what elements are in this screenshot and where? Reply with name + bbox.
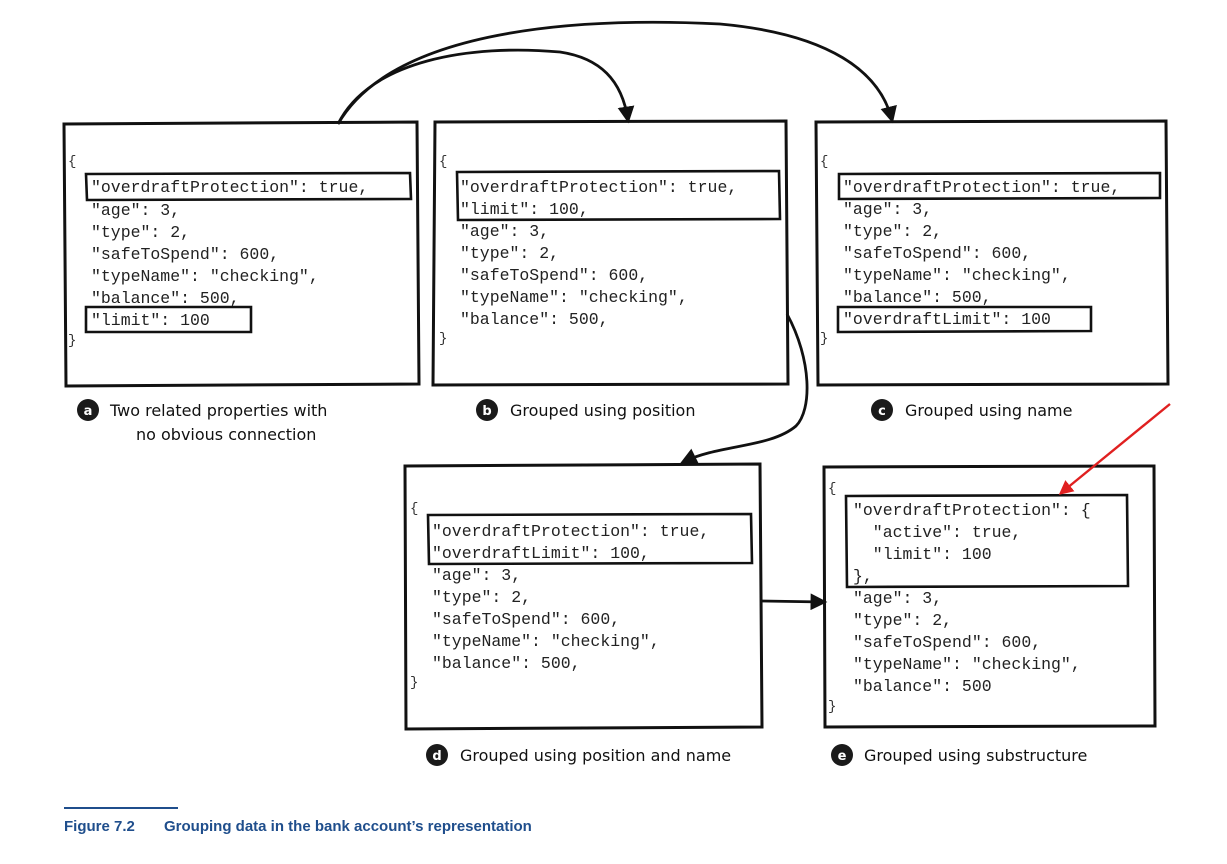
open-brace: { bbox=[410, 501, 418, 517]
panel-c-frame bbox=[814, 119, 1170, 387]
arrow-b-to-d bbox=[679, 313, 809, 464]
highlight-box bbox=[84, 305, 253, 334]
code-line: "type": 2, bbox=[853, 611, 952, 630]
panel-caption: Grouped using substructure bbox=[864, 746, 1087, 765]
code-line: "age": 3, bbox=[843, 200, 932, 219]
open-brace: { bbox=[820, 154, 828, 170]
open-brace: { bbox=[828, 481, 836, 497]
code-line: "balance": 500, bbox=[432, 654, 581, 673]
code-line: "balance": 500, bbox=[460, 310, 609, 329]
code-line: "safeToSpend": 600, bbox=[460, 266, 648, 285]
panel-e: { } "overdraftProtection": { "active": t… bbox=[822, 464, 1157, 766]
annotation-arrow bbox=[1058, 403, 1171, 495]
badge-letter: e bbox=[838, 749, 847, 764]
badge-letter: c bbox=[878, 404, 886, 419]
badge-letter: d bbox=[432, 749, 441, 764]
open-brace: { bbox=[439, 154, 447, 170]
code-line: "safeToSpend": 600, bbox=[432, 610, 620, 629]
highlight-box bbox=[836, 305, 1093, 334]
panel-caption: Two related properties with bbox=[109, 401, 327, 420]
arrow-a-to-c bbox=[336, 20, 897, 125]
panel-b: { } "overdraftProtection": true, "limit"… bbox=[431, 119, 790, 421]
highlight-box bbox=[837, 171, 1162, 201]
code-line: "limit": 100 bbox=[853, 545, 992, 564]
code-line: "type": 2, bbox=[91, 223, 190, 242]
arrow-a-to-b bbox=[336, 48, 635, 125]
open-brace: { bbox=[68, 154, 76, 170]
code-line: "typeName": "checking", bbox=[91, 267, 319, 286]
badge-icon bbox=[871, 399, 893, 421]
panel-caption: Grouped using position and name bbox=[460, 746, 731, 765]
close-brace: } bbox=[68, 333, 76, 349]
code-line: "overdraftProtection": true, bbox=[432, 522, 709, 541]
panel-caption: no obvious connection bbox=[136, 425, 316, 444]
panel-d-frame bbox=[403, 462, 764, 731]
code-line: "type": 2, bbox=[843, 222, 942, 241]
highlight-box bbox=[455, 169, 782, 222]
code-line: "age": 3, bbox=[91, 201, 180, 220]
code-line: "typeName": "checking", bbox=[460, 288, 688, 307]
highlight-box bbox=[426, 512, 754, 566]
badge-letter: b bbox=[482, 404, 491, 419]
code-line: "typeName": "checking", bbox=[853, 655, 1081, 674]
panel-d: { } "overdraftProtection": true, "overdr… bbox=[403, 462, 764, 766]
figure-title: Grouping data in the bank account’s repr… bbox=[164, 818, 532, 835]
code-line: "balance": 500, bbox=[91, 289, 240, 308]
code-line: "age": 3, bbox=[432, 566, 521, 585]
code-line: "type": 2, bbox=[432, 588, 531, 607]
panel-c: { } "overdraftProtection": true, "age": … bbox=[814, 119, 1170, 421]
code-line: "typeName": "checking", bbox=[843, 266, 1071, 285]
code-line: "safeToSpend": 600, bbox=[91, 245, 279, 264]
panel-caption: Grouped using name bbox=[905, 401, 1072, 420]
badge-letter: a bbox=[84, 404, 93, 419]
code-line: "age": 3, bbox=[853, 589, 942, 608]
close-brace: } bbox=[820, 331, 828, 347]
close-brace: } bbox=[828, 699, 836, 715]
panel-e-frame bbox=[822, 464, 1157, 729]
code-line: "balance": 500, bbox=[843, 288, 992, 307]
panel-caption: Grouped using position bbox=[510, 401, 695, 420]
code-line: "active": true, bbox=[853, 523, 1021, 542]
figure-caption: Figure 7.2 Grouping data in the bank acc… bbox=[64, 807, 532, 835]
close-brace: } bbox=[439, 331, 447, 347]
code-line: "overdraftProtection": true, bbox=[843, 178, 1120, 197]
arrow-d-to-e bbox=[761, 593, 828, 611]
figure-number: Figure 7.2 bbox=[64, 818, 135, 835]
code-line: "overdraftLimit": 100 bbox=[843, 310, 1051, 329]
badge-icon bbox=[77, 399, 99, 421]
badge-icon bbox=[426, 744, 448, 766]
code-line: "safeToSpend": 600, bbox=[853, 633, 1041, 652]
code-line: "overdraftProtection": true, bbox=[460, 178, 737, 197]
badge-icon bbox=[476, 399, 498, 421]
code-line: "type": 2, bbox=[460, 244, 559, 263]
badge-icon bbox=[831, 744, 853, 766]
code-line: "overdraftLimit": 100, bbox=[432, 544, 650, 563]
close-brace: } bbox=[410, 675, 418, 691]
highlight-box bbox=[84, 171, 413, 202]
code-line: "age": 3, bbox=[460, 222, 549, 241]
highlight-box bbox=[844, 493, 1130, 589]
code-line: "safeToSpend": 600, bbox=[843, 244, 1031, 263]
code-line: "balance": 500 bbox=[853, 677, 992, 696]
code-line: "limit": 100, bbox=[460, 200, 589, 219]
panel-a: { } "overdraftProtection": true, "age": … bbox=[62, 120, 421, 444]
panel-a-frame bbox=[62, 120, 421, 388]
code-line: "overdraftProtection": true, bbox=[91, 178, 368, 197]
flow-arrows bbox=[336, 20, 1171, 611]
code-line: "limit": 100 bbox=[91, 311, 210, 330]
code-line: "overdraftProtection": { bbox=[853, 501, 1091, 520]
code-line: "typeName": "checking", bbox=[432, 632, 660, 651]
panel-b-frame bbox=[431, 119, 790, 387]
code-line: }, bbox=[853, 567, 873, 586]
